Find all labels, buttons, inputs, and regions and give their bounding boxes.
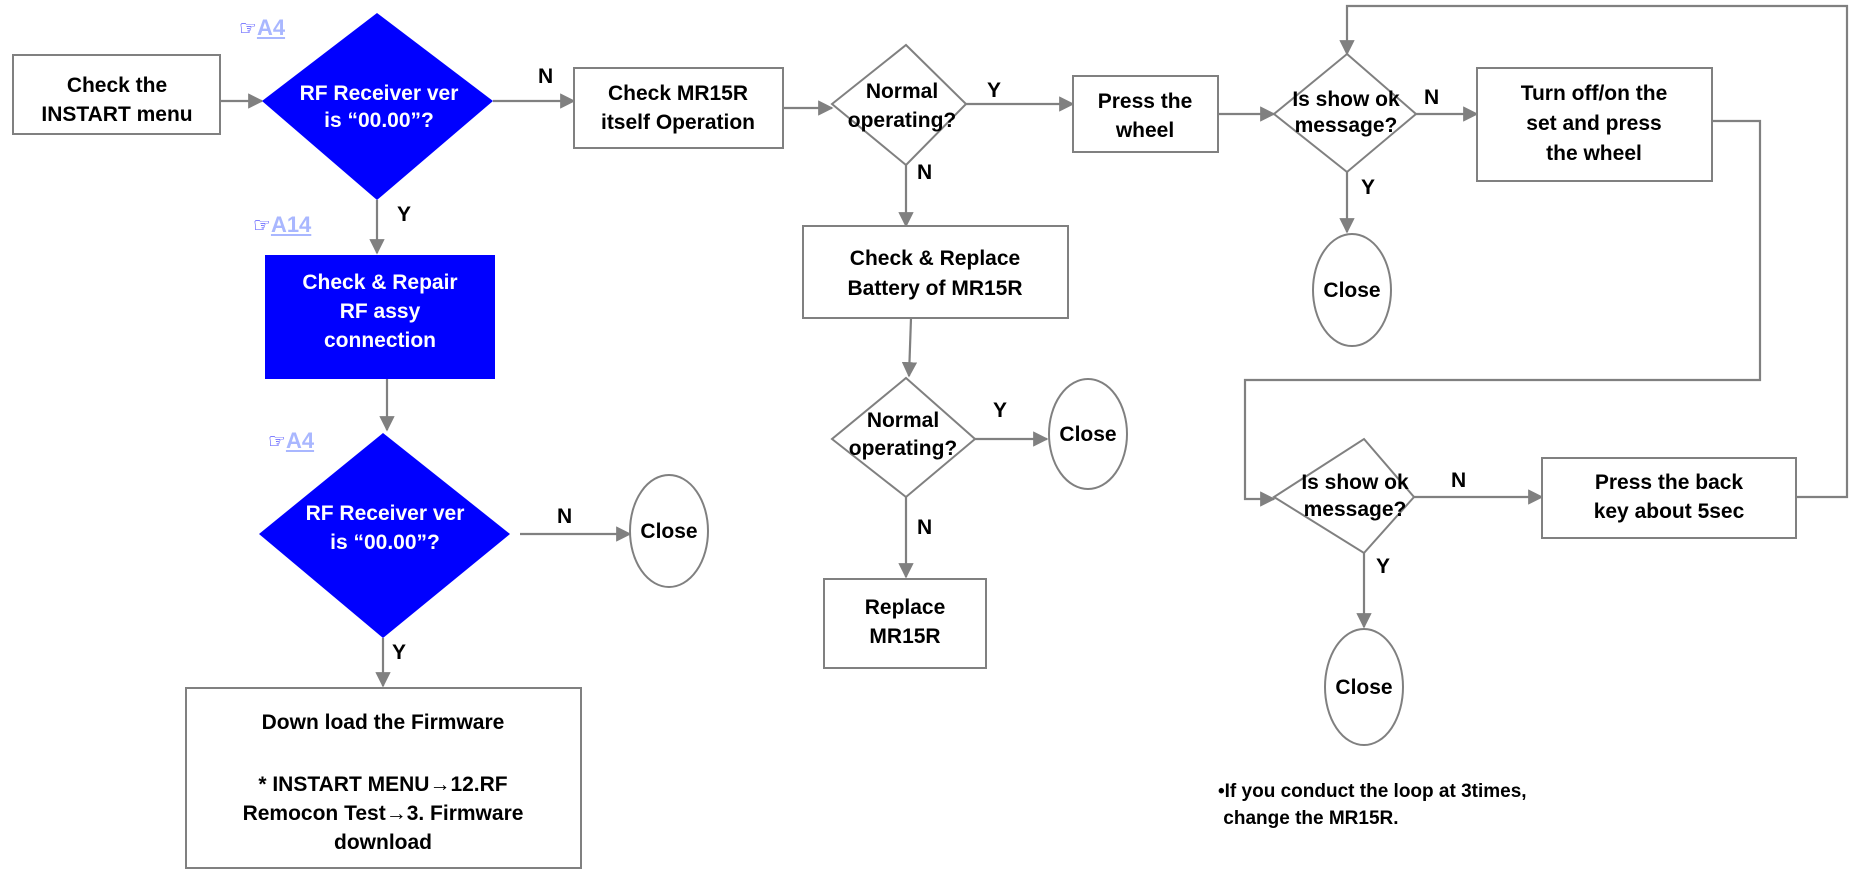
label-rf1-y: Y [397,203,411,226]
label-ok1-y: Y [1361,176,1375,199]
decision-normal-op-1-line2: operating? [848,109,957,132]
ref-link-a4-top-label[interactable]: A4 [256,15,286,40]
label-no2-n: N [917,516,932,539]
decision-show-ok-1-line2: message? [1295,114,1398,137]
node-download-firmware-line1: Down load the Firmware [262,711,505,734]
label-no2-y: Y [993,399,1007,422]
loop-note-line2: change the MR15R. [1218,808,1399,829]
decision-rf-ver-2-line2: is “00.00”? [330,531,440,554]
node-turn-off-on-line3: the wheel [1546,142,1642,165]
node-replace-mr15r-line2: MR15R [869,625,940,648]
decision-normal-op-2: Normal operating? [830,376,977,499]
pointing-hand-icon: ☞ [239,16,257,40]
node-check-mr15r: Check MR15R itself Operation [573,67,784,149]
node-check-battery-line2: Battery of MR15R [847,277,1022,300]
node-check-mr15r-line1: Check MR15R [608,82,748,105]
node-check-battery: Check & Replace Battery of MR15R [802,225,1069,319]
decision-normal-op-1-line1: Normal [866,80,938,103]
node-press-back: Press the back key about 5sec [1541,457,1797,539]
node-replace-mr15r: Replace MR15R [823,578,987,669]
decision-show-ok-1-line1: Is show ok [1292,88,1400,111]
label-ok2-y: Y [1376,555,1390,578]
label-ok1-n: N [1424,86,1439,109]
node-check-repair-rf-line2: RF assy [340,300,421,323]
node-turn-off-on-line1: Turn off/on the [1521,82,1668,105]
decision-rf-ver-1-line1: RF Receiver ver [300,82,459,105]
terminal-close-c: Close [1312,233,1392,347]
node-turn-off-on: Turn off/on the set and press the wheel [1476,67,1713,182]
ref-link-a4-lower-label[interactable]: A4 [285,428,315,453]
terminal-close-b-label: Close [1059,423,1116,446]
pointing-hand-icon: ☞ [268,429,286,453]
loop-note-line1: •If you conduct the loop at 3times, [1218,781,1527,802]
decision-show-ok-2-line2: message? [1304,498,1407,521]
ref-link-a14-label[interactable]: A14 [270,212,312,237]
node-replace-mr15r-line1: Replace [865,596,946,619]
node-download-firmware: Down load the Firmware * INSTART MENU→12… [185,687,582,869]
terminal-close-a: Close [629,474,709,588]
decision-normal-op-2-line2: operating? [849,437,958,460]
terminal-close-c-label: Close [1323,279,1380,302]
node-press-back-line1: Press the back [1595,471,1744,494]
connectors [220,4,1849,688]
arrow-turn-off-to-ok2 [1243,119,1762,507]
decision-rf-ver-1: RF Receiver ver is “00.00”? [262,13,493,200]
decision-show-ok-1: Is show ok message? [1272,52,1418,174]
node-check-instart: Check the INSTART menu [12,54,221,135]
node-press-wheel-line1: Press the [1098,90,1193,113]
decision-show-ok-2: Is show ok message? [1272,437,1416,555]
label-no1-n: N [917,161,932,184]
terminal-close-b: Close [1048,378,1128,490]
node-download-firmware-line4: download [334,831,432,854]
label-rf2-y: Y [392,641,406,664]
decision-rf-ver-2-line1: RF Receiver ver [306,502,465,525]
edge-labels: N Y N Y Y N Y N N Y N Y [392,65,1466,664]
loop-note: •If you conduct the loop at 3times, chan… [1218,778,1527,832]
label-rf1-n: N [538,65,553,88]
node-press-wheel-line2: wheel [1115,119,1174,142]
node-turn-off-on-line2: set and press [1526,112,1661,135]
arrow-press-back-loop-to-ok1 [1339,4,1849,499]
pointing-hand-icon: ☞ [253,213,271,237]
node-check-instart-line1: Check the [67,74,167,97]
ref-link-a14[interactable]: ☞A14 [253,212,312,238]
label-no1-y: Y [987,79,1001,102]
node-check-repair-rf: Check & Repair RF assy connection [265,255,495,379]
node-check-battery-line1: Check & Replace [850,247,1020,270]
node-check-repair-rf-line1: Check & Repair [302,271,457,294]
decision-rf-ver-1-line2: is “00.00”? [324,109,434,132]
ref-link-a4-lower[interactable]: ☞A4 [268,428,315,454]
node-press-wheel: Press the wheel [1072,75,1219,153]
arrow-battery-to-normal2 [901,317,918,378]
label-rf2-n: N [557,505,572,528]
terminal-close-d: Close [1324,628,1404,746]
node-check-mr15r-line2: itself Operation [601,111,755,134]
node-check-repair-rf-line3: connection [324,329,436,352]
node-download-firmware-line3: Remocon Test→3. Firmware [243,802,524,825]
decision-normal-op-1: Normal operating? [830,43,968,167]
decision-rf-ver-2: RF Receiver ver is “00.00”? [259,433,510,638]
terminal-close-d-label: Close [1335,676,1392,699]
ref-link-a4-top[interactable]: ☞A4 [239,15,286,41]
decision-normal-op-2-line1: Normal [867,409,939,432]
node-press-back-line2: key about 5sec [1594,500,1745,523]
label-ok2-n: N [1451,469,1466,492]
node-check-instart-line2: INSTART menu [41,103,192,126]
terminal-close-a-label: Close [640,520,697,543]
node-download-firmware-line2: * INSTART MENU→12.RF [258,773,507,796]
decision-show-ok-2-line1: Is show ok [1301,471,1409,494]
